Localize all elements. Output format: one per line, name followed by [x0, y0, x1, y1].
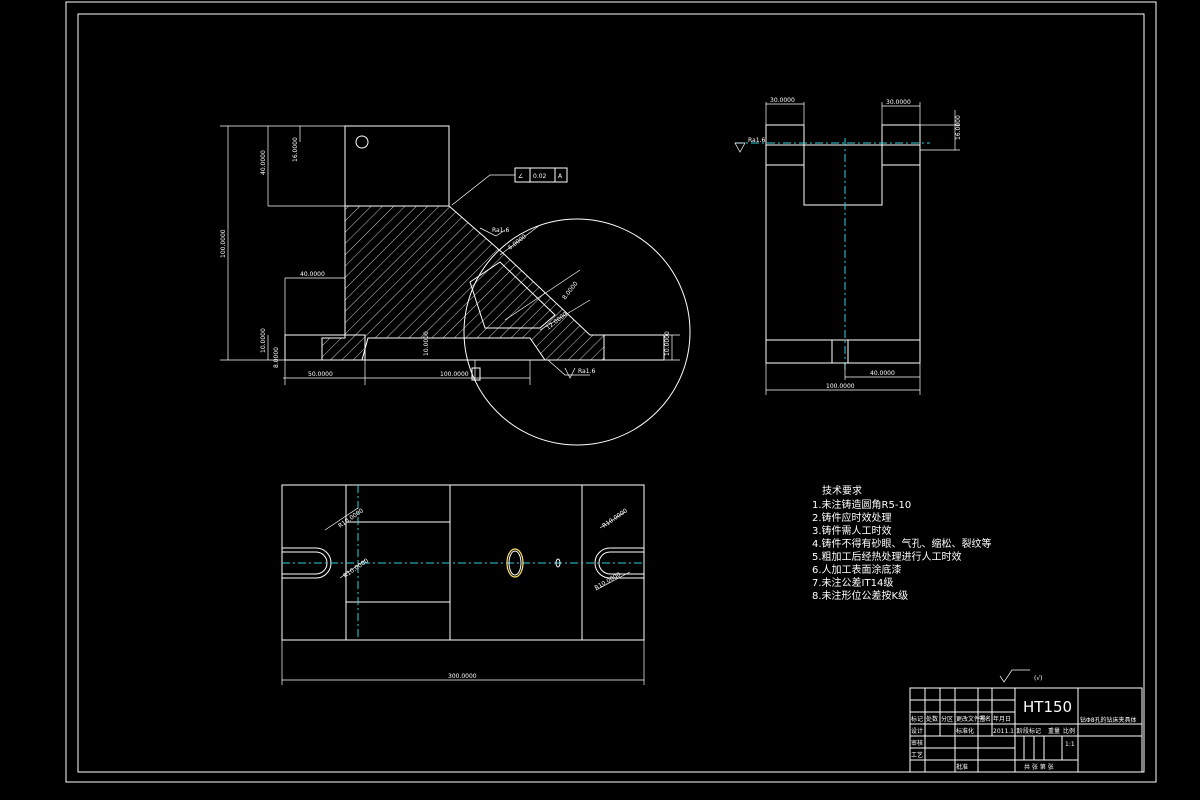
roughness-ra-1: Ra1.6 — [748, 137, 765, 144]
dim-side-top-left: 30.0000 — [770, 97, 795, 104]
side-view — [734, 102, 960, 395]
dim-front-hole-pos: 16.0000 — [292, 137, 299, 162]
roughness-ra-3: Ra1.6 — [578, 368, 595, 375]
title-date-text: 2011.1.1 — [993, 728, 1020, 735]
surface-note-text: (√) — [1034, 675, 1043, 682]
title-header-mark: 标记 — [911, 715, 923, 723]
dim-top-diag-1: R10.0000 — [337, 507, 365, 529]
title-header-date: 年月日 — [993, 715, 1011, 723]
title-stage-label: 阶段标记 — [1017, 727, 1041, 735]
dim-front-incline-2: 8.0000 — [561, 280, 580, 301]
tech-req-item: 4.铸件不得有砂眼、气孔、缩松、裂纹等 — [812, 537, 992, 550]
title-material: HT150 — [1023, 698, 1072, 716]
title-check-label: 审核 — [911, 739, 923, 747]
geo-tolerance-frame: ∠ 0.02 A — [514, 167, 568, 183]
tech-req-item: 3.铸件需人工时效 — [812, 524, 892, 537]
top-hole-small — [555, 558, 561, 568]
tech-req-item: 7.未注公差IT14级 — [812, 576, 893, 589]
title-sheet-label: 共 张 第 张 — [1024, 763, 1054, 771]
roughness-icon — [999, 669, 1030, 683]
geo-tol-value: 0.02 — [533, 173, 547, 180]
dim-side-top-right: 30.0000 — [886, 99, 911, 106]
dim-side-bottom-1: 40.0000 — [870, 370, 895, 377]
dim-side-top-h: 16.0000 — [955, 115, 962, 140]
dim-top-total: 300.0000 — [448, 673, 477, 680]
dim-front-base-h1: 10.0000 — [260, 328, 267, 353]
title-header-doc: 更改文件号 — [956, 715, 986, 723]
tech-requirements: 技术要求 1.未注铸造圆角R5-10 2.铸件应时效处理 3.铸件需人工时效 4… — [812, 484, 992, 602]
title-header-sign: 签名 — [979, 715, 991, 723]
tech-req-item: 2.铸件应时效处理 — [812, 511, 892, 524]
title-scale: 1:1 — [1065, 741, 1075, 748]
dim-top-diag-3: R10.0000 — [601, 507, 629, 529]
dim-front-top-height: 40.0000 — [260, 150, 267, 175]
dim-front-base-h2: 8.0000 — [273, 347, 280, 368]
geo-tol-symbol: ∠ — [518, 173, 523, 180]
geo-tol-datum: A — [558, 173, 563, 180]
tech-req-item: 5.粗加工后经热处理进行人工时效 — [812, 550, 962, 563]
detail-circle — [463, 218, 691, 446]
title-scale-label: 比例 — [1063, 727, 1075, 735]
tech-req-item: 1.未注铸造圆角R5-10 — [812, 498, 911, 511]
roughness-icon — [564, 367, 576, 379]
top-view — [281, 484, 645, 685]
title-approve-label: 批准 — [956, 763, 968, 771]
title-header-zone: 分区 — [941, 715, 953, 723]
dim-front-total-height: 100.0000 — [220, 229, 227, 258]
tech-req-item: 6.人加工表面涂底漆 — [812, 563, 902, 576]
title-block — [909, 687, 1143, 773]
front-hole — [355, 135, 369, 149]
dim-front-bottom-2: 100.0000 — [440, 371, 469, 378]
title-header-count: 处数 — [926, 715, 938, 723]
title-standard-label: 标准化 — [956, 727, 974, 735]
dim-front-slot-h: 10.0000 — [423, 331, 430, 356]
dim-front-bottom-1: 50.0000 — [308, 371, 333, 378]
dim-side-total: 100.0000 — [826, 383, 855, 390]
roughness-icon — [734, 142, 746, 153]
tech-req-title: 技术要求 — [822, 484, 862, 497]
front-section-hatch — [321, 205, 605, 361]
inner-border — [77, 13, 1145, 773]
dim-front-step-width: 40.0000 — [300, 271, 325, 278]
outer-border — [65, 1, 1157, 783]
title-weight-label: 重量 — [1048, 727, 1060, 735]
top-hole-large — [506, 548, 524, 578]
surface-finish-note: (√) — [999, 669, 1043, 683]
title-design-label: 设计 — [911, 727, 923, 735]
title-part-name: 钻Φ8孔的钻床夹具体 — [1080, 716, 1137, 724]
front-view — [220, 125, 691, 446]
dim-front-right-h: 10.0000 — [664, 331, 671, 356]
tech-req-item: 8.未注形位公差按K级 — [812, 589, 908, 602]
roughness-ra-2: Ra1.6 — [492, 227, 509, 234]
title-process-label: 工艺 — [911, 751, 923, 759]
